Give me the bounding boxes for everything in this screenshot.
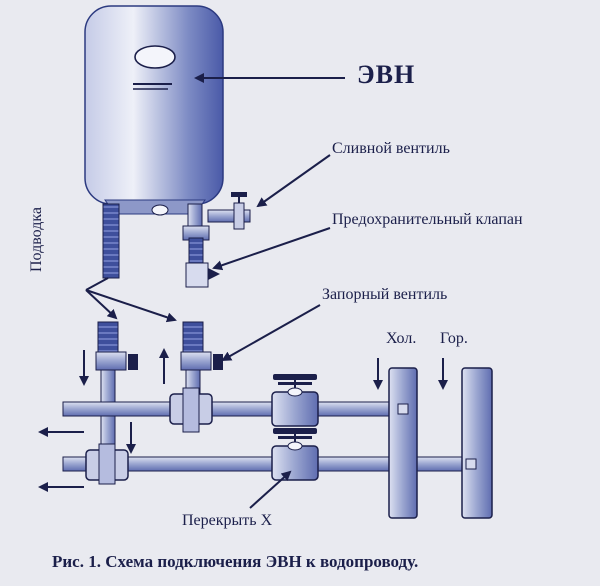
safety-valve bbox=[185, 262, 220, 288]
figure-caption: Рис. 1. Схема подключения ЭВН к водопров… bbox=[52, 552, 419, 571]
main-valve-upper bbox=[271, 374, 319, 427]
label-drain-valve: Сливной вентиль bbox=[332, 140, 450, 157]
leader-lines bbox=[85, 73, 345, 509]
flow-arrows bbox=[38, 348, 448, 492]
drain-valve bbox=[207, 192, 251, 230]
label-close-x: Перекрыть Х bbox=[182, 512, 273, 529]
label-safety-valve: Предохранительный клапан bbox=[332, 211, 523, 228]
pipe-upper bbox=[62, 401, 409, 417]
main-hot bbox=[461, 367, 493, 519]
hose-left bbox=[102, 203, 120, 279]
tee-upper bbox=[169, 387, 213, 433]
label-cold: Хол. bbox=[386, 330, 417, 347]
label-supply: Подводка bbox=[28, 207, 45, 272]
main-cold bbox=[388, 367, 418, 519]
label-hot: Гор. bbox=[440, 330, 468, 347]
main-valve-lower bbox=[271, 428, 319, 481]
hose-right bbox=[182, 203, 210, 269]
tee-lower bbox=[85, 443, 129, 485]
water-heater-tank bbox=[84, 5, 224, 216]
label-evn: ЭВН bbox=[357, 60, 416, 89]
label-shutoff-valve: Запорный вентиль bbox=[322, 286, 448, 303]
